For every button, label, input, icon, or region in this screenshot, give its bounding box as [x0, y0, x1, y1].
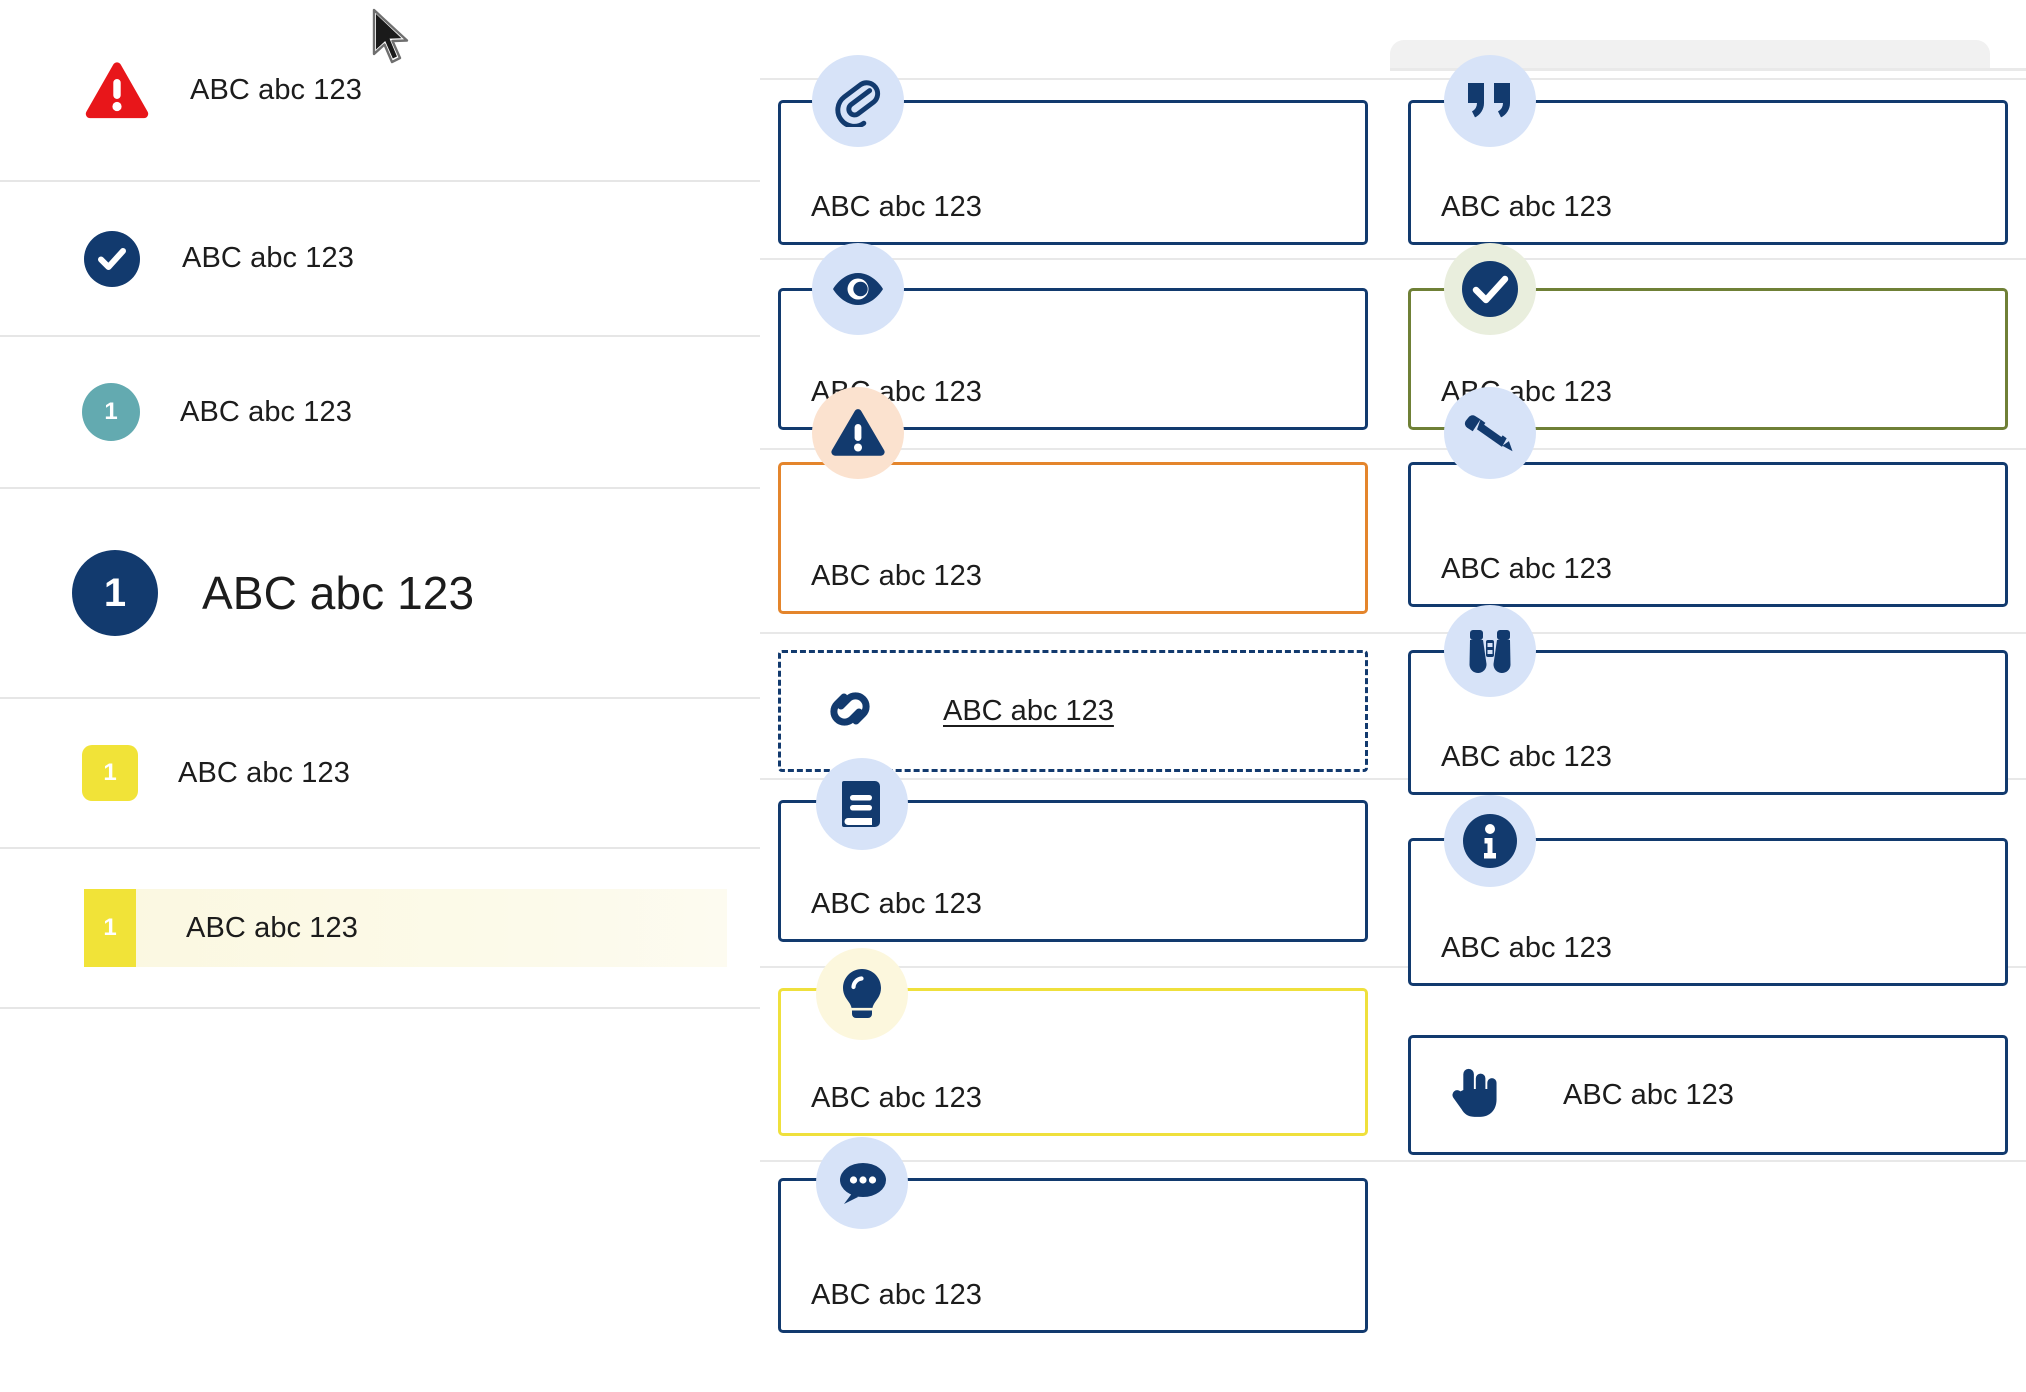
- column-separator: [760, 966, 2026, 968]
- badge-value: 1: [103, 914, 117, 941]
- list-item-highlighted[interactable]: 1 ABC abc 123: [0, 847, 760, 1007]
- list-item[interactable]: 1 ABC abc 123: [0, 487, 760, 697]
- book-icon: [816, 758, 908, 850]
- number-circle-navy-large: 1: [72, 550, 158, 636]
- warning-triangle-icon: [84, 61, 150, 119]
- panel-top-divider: [1390, 68, 2026, 71]
- link-chain-icon: [821, 684, 879, 739]
- list-item[interactable]: ABC abc 123: [0, 0, 760, 180]
- column-separator: [760, 448, 2026, 450]
- list-item-label: ABC abc 123: [202, 567, 475, 619]
- check-circle-icon: [84, 230, 140, 287]
- list-item-label: ABC abc 123: [178, 756, 350, 789]
- list-item[interactable]: ABC abc 123: [0, 180, 760, 335]
- card-label[interactable]: ABC abc 123: [943, 694, 1114, 727]
- card-link[interactable]: ABC abc 123: [778, 650, 1368, 772]
- list-item-label: ABC abc 123: [180, 395, 352, 428]
- pencil-icon: [1444, 387, 1536, 479]
- list-item-label: ABC abc 123: [186, 911, 358, 944]
- card-label: ABC abc 123: [1441, 191, 1612, 223]
- left-list-column: ABC abc 123 ABC abc 123 1 ABC abc 123: [0, 0, 760, 1392]
- lightbulb-icon: [816, 948, 908, 1040]
- column-separator: [760, 778, 2026, 780]
- card-label: ABC abc 123: [811, 1082, 982, 1114]
- info-circle-icon: [1444, 795, 1536, 887]
- card-label: ABC abc 123: [811, 560, 982, 592]
- card-label: ABC abc 123: [1441, 553, 1612, 585]
- warning-triangle-icon: [812, 387, 904, 479]
- card-label: ABC abc 123: [1441, 932, 1612, 964]
- number-circle-teal: 1: [82, 383, 140, 441]
- card-edit[interactable]: ABC abc 123: [1408, 462, 2008, 607]
- row-highlight-background: [84, 889, 727, 967]
- list-item[interactable]: 1 ABC abc 123: [0, 335, 760, 487]
- speech-bubble-icon: [816, 1137, 908, 1229]
- card-action[interactable]: ABC abc 123: [1408, 1035, 2008, 1155]
- card-label: ABC abc 123: [811, 1279, 982, 1311]
- list-item-label: ABC abc 123: [190, 73, 362, 106]
- number-square-yellow: 1: [82, 745, 138, 801]
- column-separator: [760, 258, 2026, 260]
- list-item[interactable]: 1 ABC abc 123: [0, 697, 760, 847]
- eye-icon: [812, 243, 904, 335]
- card-label: ABC abc 123: [1563, 1078, 1734, 1111]
- badge-value: 1: [103, 570, 127, 615]
- card-label: ABC abc 123: [1441, 741, 1612, 773]
- mouse-pointer-icon: [370, 8, 414, 70]
- card-warning[interactable]: ABC abc 123: [778, 462, 1368, 614]
- card-label: ABC abc 123: [811, 888, 982, 920]
- quote-icon: [1444, 55, 1536, 147]
- hand-pointer-icon: [1449, 1065, 1501, 1126]
- column-separator: [760, 78, 2026, 80]
- list-item-label: ABC abc 123: [182, 242, 354, 274]
- badge-value: 1: [103, 759, 117, 786]
- card-label: ABC abc 123: [811, 191, 982, 223]
- list-bottom-divider: [0, 1007, 760, 1009]
- badge-value: 1: [104, 398, 118, 425]
- check-circle-icon: [1444, 243, 1536, 335]
- binoculars-icon: [1444, 605, 1536, 697]
- paperclip-icon: [812, 55, 904, 147]
- number-square-yellow-flat: 1: [84, 889, 136, 967]
- column-separator: [760, 1160, 2026, 1162]
- column-separator: [760, 632, 2026, 634]
